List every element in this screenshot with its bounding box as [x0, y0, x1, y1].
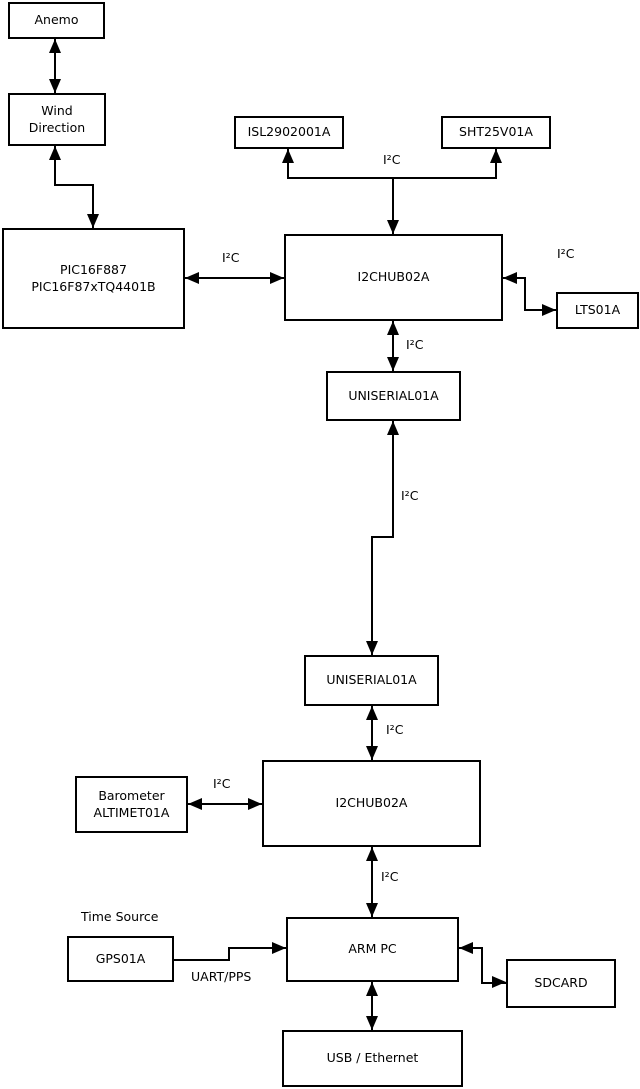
arrowhead-down-icon — [87, 214, 99, 228]
edge-bus-isl-line — [287, 149, 289, 179]
node-i2chub02a-lower: I2CHUB02A — [262, 760, 481, 847]
node-gps01a: GPS01A — [67, 936, 174, 982]
edge-wind-pic-line — [54, 146, 56, 186]
edge-uniserial-link-line — [371, 536, 394, 538]
node-uniserial01a-upper: UNISERIAL01A — [326, 371, 461, 421]
edge-label-i2c: I²C — [386, 722, 404, 737]
node-barometer-altimet01a: Barometer ALTIMET01A — [75, 776, 188, 833]
arrowhead-down-icon — [366, 1016, 378, 1030]
edge-wind-pic-line — [92, 184, 94, 228]
node-usb-ethernet: USB / Ethernet — [282, 1030, 463, 1087]
edge-gps-armpc-line — [174, 959, 230, 961]
edge-label-i2c: I²C — [401, 488, 419, 503]
edge-label-i2c: I²C — [222, 250, 240, 265]
arrowhead-down-icon — [387, 357, 399, 371]
edge-label-i2c: I²C — [213, 776, 231, 791]
arrowhead-right-icon — [542, 304, 556, 316]
edge-label-i2c: I²C — [406, 337, 424, 352]
arrowhead-right-icon — [270, 272, 284, 284]
arrowhead-right-icon — [492, 976, 506, 988]
arrowhead-up-icon — [366, 982, 378, 996]
arrowhead-up-icon — [282, 149, 294, 163]
node-pic16f887: PIC16F887 PIC16F87xTQ4401B — [2, 228, 185, 329]
arrowhead-up-icon — [490, 149, 502, 163]
arrowhead-up-icon — [387, 321, 399, 335]
arrowhead-left-icon — [503, 272, 517, 284]
annotation-time-source: Time Source — [81, 909, 159, 924]
edge-hub1-lts-line — [524, 309, 556, 311]
edge-uniserial-link-line — [392, 421, 394, 538]
arrowhead-down-icon — [49, 79, 61, 93]
edge-uniserial2-hub2-line — [371, 706, 373, 760]
arrowhead-up-icon — [366, 706, 378, 720]
edge-anemo-wind-line — [54, 39, 56, 93]
arrowhead-up-icon — [49, 146, 61, 160]
arrowhead-up-icon — [387, 421, 399, 435]
edge-armpc-sdcard-line — [481, 947, 483, 984]
arrowhead-left-icon — [459, 942, 473, 954]
edge-uniserial-link-line — [371, 536, 373, 655]
edge-hub1-uniserial1-line — [392, 321, 394, 371]
edge-hub1-lts-line — [524, 277, 526, 311]
edge-pic-hub1-line — [185, 277, 284, 279]
edge-label-i2c: I²C — [383, 152, 401, 167]
edge-armpc-usb-line — [371, 982, 373, 1030]
arrowhead-down-icon — [366, 641, 378, 655]
edge-gps-armpc-line — [228, 947, 286, 949]
node-uniserial01a-lower: UNISERIAL01A — [304, 655, 439, 706]
node-sht25v01a: SHT25V01A — [441, 116, 551, 149]
node-wind-direction: Wind Direction — [8, 93, 106, 146]
node-lts01a: LTS01A — [556, 292, 639, 329]
arrowhead-right-icon — [272, 942, 286, 954]
arrowhead-up-icon — [366, 847, 378, 861]
node-sdcard: SDCARD — [506, 959, 616, 1008]
edge-label-uart-pps: UART/PPS — [191, 969, 252, 984]
edge-label-i2c: I²C — [381, 869, 399, 884]
edge-hub2-armpc-line — [371, 847, 373, 917]
edge-bus-sht-line — [495, 149, 497, 179]
edge-wind-pic-line — [54, 184, 94, 186]
arrowhead-down-icon — [366, 746, 378, 760]
edge-gps-armpc-line — [228, 947, 230, 961]
node-arm-pc: ARM PC — [286, 917, 459, 982]
node-i2chub02a-upper: I2CHUB02A — [284, 234, 503, 321]
edge-label-i2c: I²C — [557, 246, 575, 261]
arrowhead-up-icon — [49, 39, 61, 53]
arrowhead-right-icon — [248, 798, 262, 810]
edge-barometer-hub2-line — [188, 803, 262, 805]
node-isl2902001a: ISL2902001A — [234, 116, 344, 149]
arrowhead-down-icon — [387, 220, 399, 234]
node-anemo: Anemo — [8, 2, 105, 39]
arrowhead-left-icon — [185, 272, 199, 284]
arrowhead-down-icon — [366, 903, 378, 917]
arrowhead-left-icon — [188, 798, 202, 810]
edge-bus-hub1-line — [392, 177, 394, 234]
